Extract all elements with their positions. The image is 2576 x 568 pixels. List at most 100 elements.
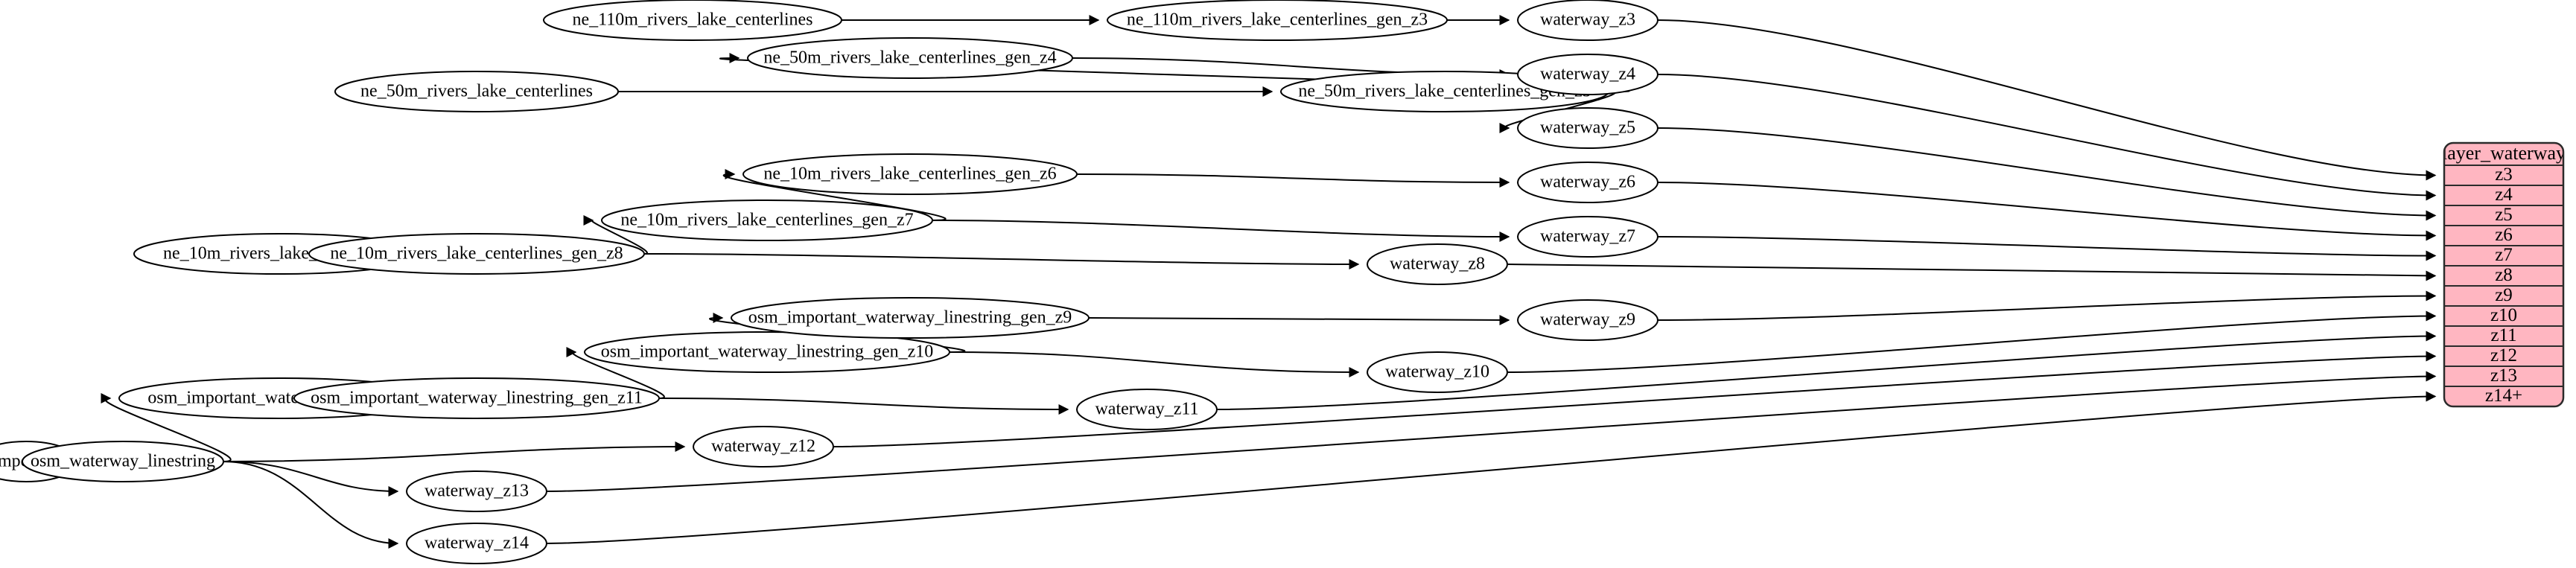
edge-ww_z8-to-layer_z8 [1507,264,2437,281]
node-ellipse [22,441,224,482]
edge-ne10_z7-to-ne10_z6 [722,169,947,221]
node-ww_z4[interactable]: waterway_z4 [1517,54,1659,95]
node-label: waterway_z5 [1540,118,1635,138]
node-ww_z9[interactable]: waterway_z9 [1517,299,1659,341]
edge-osm_iw_z11-to-ww_z11 [658,398,1069,415]
node-ww_z3[interactable]: waterway_z3 [1517,0,1659,41]
node-ellipse [584,331,950,373]
node-label: waterway_z7 [1540,227,1635,246]
node-label: ne_110m_rivers_lake_centerlines_gen_z3 [1127,10,1428,30]
table-row-label: z12 [2490,345,2517,366]
table-row-label: z3 [2495,165,2513,185]
node-ellipse [293,377,660,419]
edge-osm_ww_ls-to-ww_z13 [223,461,399,497]
table-row-label: z8 [2495,265,2513,285]
node-label: ne_50m_rivers_lake_centerlines_gen_z4 [763,48,1056,68]
node-ww_z7[interactable]: waterway_z7 [1517,216,1659,258]
table-row-label: z11 [2490,325,2516,345]
node-label: waterway_z13 [424,482,529,501]
nodes-layer: imposm3osm_waterway_linestringne_110m_ri… [0,0,1659,564]
edge-ne10_z8-to-ww_z8 [643,253,1360,269]
node-ellipse [1517,299,1659,341]
node-ww_z6[interactable]: waterway_z6 [1517,162,1659,203]
edge-ww_z10-to-layer_z10 [1507,310,2437,373]
node-label: waterway_z10 [1385,363,1489,382]
edge-ww_z11-to-layer_z11 [1216,331,2437,410]
node-ne50_z4[interactable]: ne_50m_rivers_lake_centerlines_gen_z4 [747,37,1073,79]
node-ellipse [747,37,1073,79]
edge-ww_z7-to-layer_z7 [1657,236,2437,261]
edge-ww_z12-to-layer_z12 [833,351,2437,447]
node-ellipse [601,200,933,241]
node-ww_z11[interactable]: waterway_z11 [1076,389,1218,430]
table-row-label: z9 [2495,285,2513,305]
node-label: ne_50m_rivers_lake_centerlines [360,82,593,101]
node-ww_z14[interactable]: waterway_z14 [406,523,547,564]
node-ne10_z6[interactable]: ne_10m_rivers_lake_centerlines_gen_z6 [742,153,1078,195]
node-osm_iw_z9[interactable]: osm_important_waterway_linestring_gen_z9 [731,297,1090,339]
node-ww_z12[interactable]: waterway_z12 [693,426,834,468]
node-ww_z8[interactable]: waterway_z8 [1367,243,1508,285]
edge-osm_iw_z10-to-ww_z10 [949,351,1360,377]
node-ellipse [1076,389,1218,430]
edge-ww_z6-to-layer_z6 [1657,182,2437,241]
edge-ww_z4-to-layer_z4 [1657,74,2437,201]
node-ellipse [1517,0,1659,41]
node-ellipse [1367,351,1508,393]
node-ellipse [1517,107,1659,149]
node-label: ne_10m_rivers_lake_centerlines_gen_z7 [620,211,913,230]
node-label: ne_110m_rivers_lake_centerlines [573,10,813,30]
edge-ww_z14-to-layer_z14plus [546,391,2437,544]
node-osm_iw_z10[interactable]: osm_important_waterway_linestring_gen_z1… [584,331,950,373]
edge-ww_z3-to-layer_z3 [1657,19,2437,181]
node-ne110[interactable]: ne_110m_rivers_lake_centerlines [543,0,842,41]
table-row-label: z14+ [2485,386,2522,406]
edge-ww_z13-to-layer_z13 [546,371,2437,492]
node-ellipse [1367,243,1508,285]
node-osm_ww_ls[interactable]: osm_waterway_linestring [22,441,224,482]
node-ne10_z8[interactable]: ne_10m_rivers_lake_centerlines_gen_z8 [308,233,645,275]
node-ww_z10[interactable]: waterway_z10 [1367,351,1508,393]
table-row-label: z13 [2490,366,2517,386]
node-ellipse [334,71,619,112]
node-label: waterway_z12 [711,437,815,456]
node-ne50[interactable]: ne_50m_rivers_lake_centerlines [334,71,619,112]
edge-osm_iw_z9-to-ww_z9 [1088,314,1510,325]
node-label: waterway_z9 [1540,310,1635,330]
edge-osm_ww_ls-to-ww_z14 [223,461,399,549]
edge-osm_iw_z11-to-osm_iw_z10 [566,347,665,399]
edge-ne10_z8-to-ne10_z7 [583,215,648,255]
table-row-z6[interactable] [2444,225,2563,246]
node-ellipse [693,426,834,468]
layer-waterway-table[interactable]: layer_waterwayz3z4z5z6z7z8z9z10z11z12z13… [2442,141,2566,408]
node-ww_z5[interactable]: waterway_z5 [1517,107,1659,149]
table-row-z12[interactable] [2444,345,2563,367]
node-label: waterway_z4 [1540,65,1635,84]
node-ellipse [1517,216,1659,258]
node-label: waterway_z3 [1540,10,1635,30]
node-label: osm_important_waterway_linestring_gen_z1… [601,342,934,362]
node-label: waterway_z11 [1095,400,1198,419]
table-row-label: z6 [2495,225,2513,245]
node-ellipse [742,153,1078,195]
table-row-label: z5 [2495,205,2513,225]
table-title: layer_waterway [2442,142,2566,164]
node-ww_z13[interactable]: waterway_z13 [406,470,547,512]
table-row-z14plus[interactable] [2444,386,2563,406]
edge-ww_z5-to-layer_z5 [1657,127,2437,221]
node-label: waterway_z6 [1540,173,1635,192]
node-ne10_z7[interactable]: ne_10m_rivers_lake_centerlines_gen_z7 [601,200,933,241]
table-row-z8[interactable] [2444,265,2563,287]
node-ne110_z3[interactable]: ne_110m_rivers_lake_centerlines_gen_z3 [1107,0,1448,41]
edge-ne10_z6-to-ww_z6 [1076,173,1510,188]
node-label: osm_important_waterway_linestring_gen_z1… [311,389,643,408]
node-ellipse [406,523,547,564]
node-ellipse [543,0,842,41]
node-osm_iw_z11[interactable]: osm_important_waterway_linestring_gen_z1… [293,377,660,419]
node-label: ne_10m_rivers_lake_centerlines_gen_z6 [763,165,1056,184]
edge-ne10_z7-to-ww_z7 [932,220,1510,242]
edge-osm_ww_ls-to-osm_iw_ls [101,393,232,462]
edge-ww_z9-to-layer_z9 [1657,290,2437,321]
